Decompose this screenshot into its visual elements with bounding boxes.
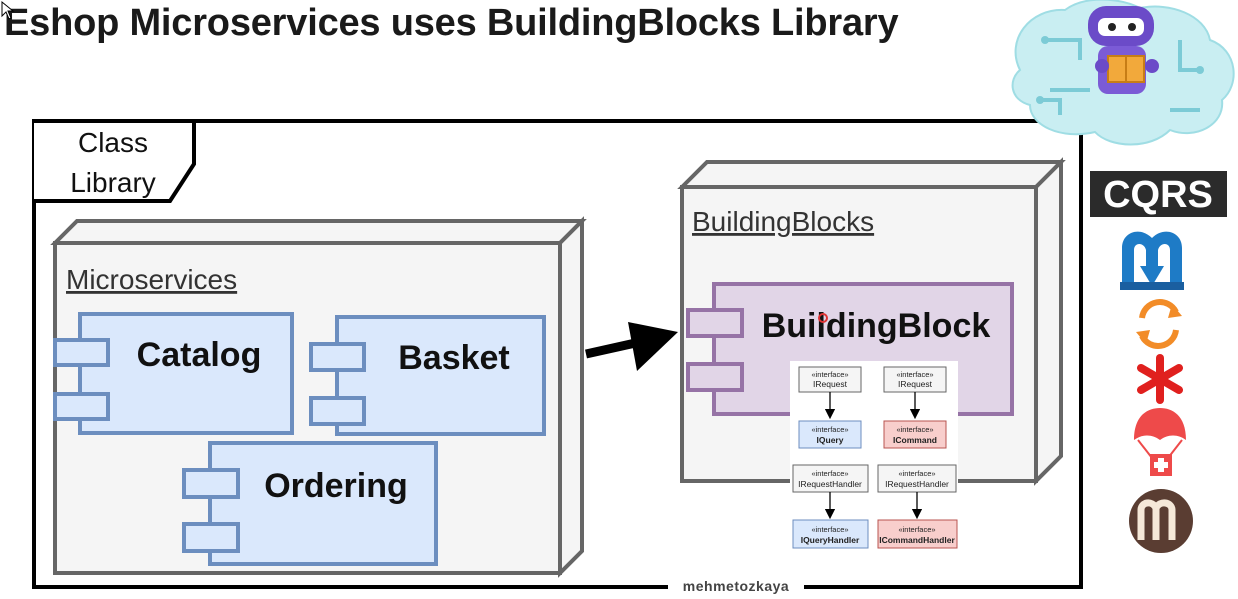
buildingblocks-label: BuildingBlocks [692, 206, 874, 237]
ordering-label: Ordering [264, 467, 408, 505]
svg-text:«interface»: «interface» [896, 370, 933, 379]
interface-irequesthandler-right: «interface» IRequestHandler [877, 464, 957, 493]
asterisk-logo-icon [1137, 354, 1183, 404]
svg-text:ICommandHandler: ICommandHandler [879, 535, 955, 545]
svg-text:«interface»: «interface» [811, 525, 848, 534]
svg-text:«interface»: «interface» [896, 425, 933, 434]
buildingblock-component: BuildingBlock [686, 282, 1014, 416]
buildingblock-label: BuildingBlock [762, 307, 991, 345]
interface-icommand: «interface» ICommand [883, 420, 947, 449]
cqrs-logo-text: CQRS [1103, 174, 1213, 216]
catalog-label: Catalog [137, 336, 262, 374]
mascot-brain-icon [1011, 0, 1235, 146]
svg-text:IRequestHandler: IRequestHandler [798, 479, 862, 489]
catalog-component: Catalog [53, 312, 294, 435]
mouse-cursor-icon [1, 0, 15, 20]
basket-component: Basket [309, 315, 546, 436]
mediatr-logo-icon [1120, 231, 1184, 290]
interface-irequest-left: «interface» IRequest [798, 366, 862, 393]
m-logo-icon [1129, 489, 1193, 553]
interface-irequest-right: «interface» IRequest [883, 366, 947, 393]
svg-text:«interface»: «interface» [811, 370, 848, 379]
parachute-health-icon [1134, 408, 1186, 476]
svg-text:«interface»: «interface» [898, 525, 935, 534]
svg-text:IQuery: IQuery [817, 435, 844, 445]
svg-text:IRequest: IRequest [898, 379, 933, 389]
svg-text:IQueryHandler: IQueryHandler [801, 535, 860, 545]
cursor-marker-icon [818, 313, 828, 323]
interface-iqueryhandler: «interface» IQueryHandler [792, 519, 869, 549]
interface-irequesthandler-left: «interface» IRequestHandler [792, 464, 869, 493]
svg-text:IRequestHandler: IRequestHandler [885, 479, 949, 489]
svg-text:IRequest: IRequest [813, 379, 848, 389]
frame-label-line1: Class [78, 127, 148, 158]
interfaces-inset: «interface» IRequest «interface» IReques… [790, 361, 958, 552]
cqrs-logo: CQRS [1090, 171, 1227, 217]
sync-arrows-icon [1136, 299, 1182, 349]
page-title: Eshop Microservices uses BuildingBlocks … [4, 2, 899, 44]
svg-text:«interface»: «interface» [898, 469, 935, 478]
svg-text:«interface»: «interface» [811, 469, 848, 478]
interface-icommandhandler: «interface» ICommandHandler [877, 519, 958, 549]
dependency-arrow [585, 322, 678, 371]
watermark: mehmetozkaya [683, 578, 789, 594]
svg-text:ICommand: ICommand [893, 435, 937, 445]
ordering-component: Ordering [182, 441, 438, 566]
svg-text:«interface»: «interface» [811, 425, 848, 434]
microservices-label: Microservices [66, 264, 237, 295]
frame-label-line2: Library [70, 167, 156, 198]
interface-iquery: «interface» IQuery [798, 420, 862, 449]
basket-label: Basket [398, 339, 510, 377]
